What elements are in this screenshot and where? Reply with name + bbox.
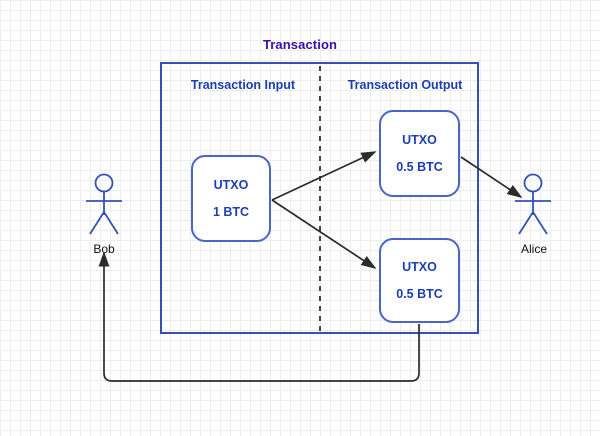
actor-label-alice: Alice: [520, 242, 547, 256]
utxo-input-box[interactable]: UTXO 1 BTC: [191, 155, 271, 242]
utxo-output-box-1[interactable]: UTXO 0.5 BTC: [379, 110, 460, 197]
section-label-transaction-output: Transaction Output: [347, 78, 463, 92]
utxo-input-amount: 1 BTC: [212, 205, 250, 219]
utxo-input-title: UTXO: [213, 178, 249, 192]
bob-leg-right: [103, 211, 119, 235]
actor-label-bob: Bob: [93, 242, 115, 256]
page-title: Transaction: [262, 37, 338, 52]
utxo-output-box-2[interactable]: UTXO 0.5 BTC: [379, 238, 460, 323]
stick-figure-bob: [86, 173, 122, 235]
utxo-output-2-title: UTXO: [402, 260, 437, 274]
section-label-transaction-input: Transaction Input: [190, 78, 296, 92]
bob-leg-left: [89, 211, 105, 235]
stick-figure-alice: [515, 173, 551, 235]
bob-head-icon: [94, 173, 114, 193]
alice-leg-right: [532, 211, 548, 235]
alice-head-icon: [523, 173, 543, 193]
utxo-output-2-amount: 0.5 BTC: [396, 287, 443, 301]
alice-leg-left: [518, 211, 534, 235]
utxo-output-1-amount: 0.5 BTC: [396, 160, 443, 174]
utxo-output-1-title: UTXO: [402, 133, 437, 147]
